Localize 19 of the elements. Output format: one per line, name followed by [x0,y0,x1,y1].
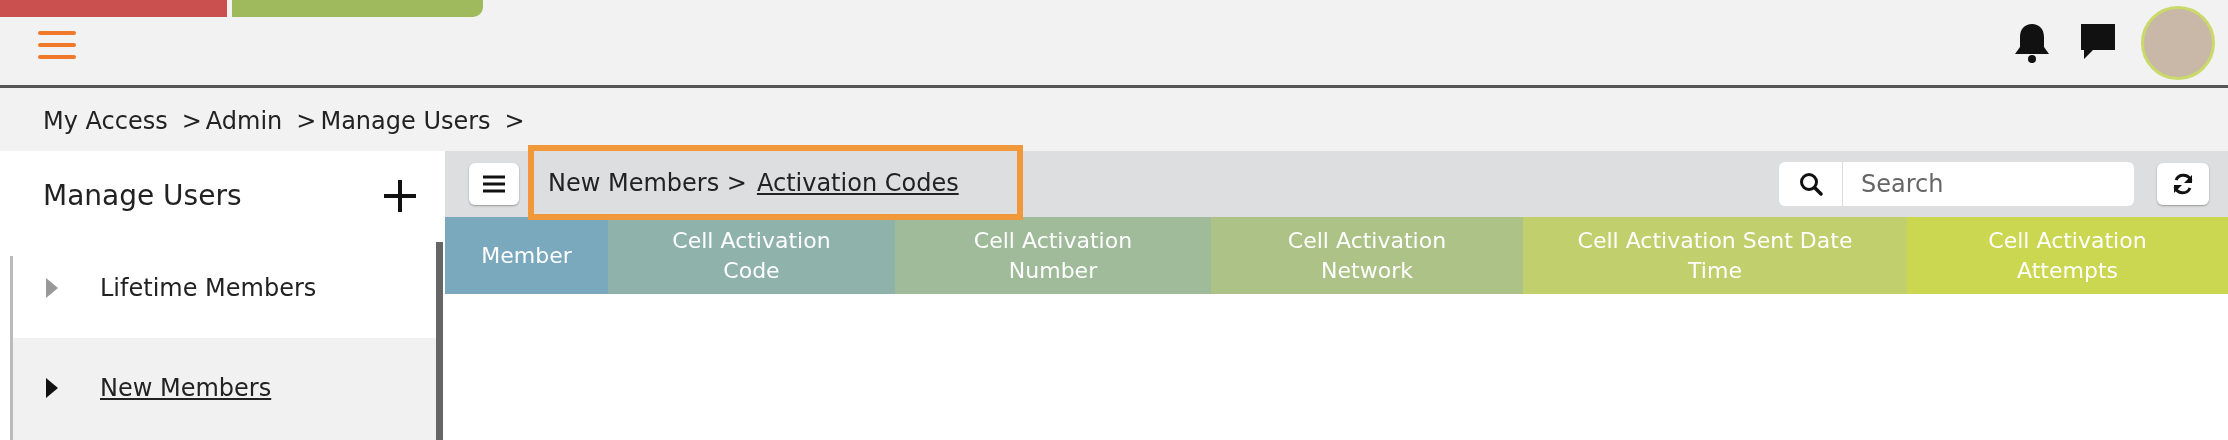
breadcrumb-link: My Access [43,106,168,136]
column-header: Cell Activation Network [1211,217,1523,294]
breadcrumb-text: New Members > [548,168,747,199]
breadcrumb-separator: > [296,106,317,136]
tree-item: Lifetime Members [100,273,317,304]
column-header: Cell Activation Sent Date Time [1523,217,1907,294]
breadcrumb-separator: > [504,106,525,136]
column-header: Member [445,217,608,294]
column-header: Cell Activation Attempts [1907,217,2228,294]
breadcrumb-link: Admin [205,106,283,136]
highlight-box [528,145,1023,220]
column-header: Cell Activation Number [895,217,1211,294]
tree-link: New Members [100,373,272,404]
breadcrumb-separator: > [181,106,202,136]
search-field: Search [1843,162,2134,206]
breadcrumb-link: Activation Codes [756,168,959,199]
breadcrumb-link: Manage Users [320,106,491,136]
column-header: Cell Activation Code [608,217,895,294]
sidebar-title: Manage Users [43,178,242,214]
